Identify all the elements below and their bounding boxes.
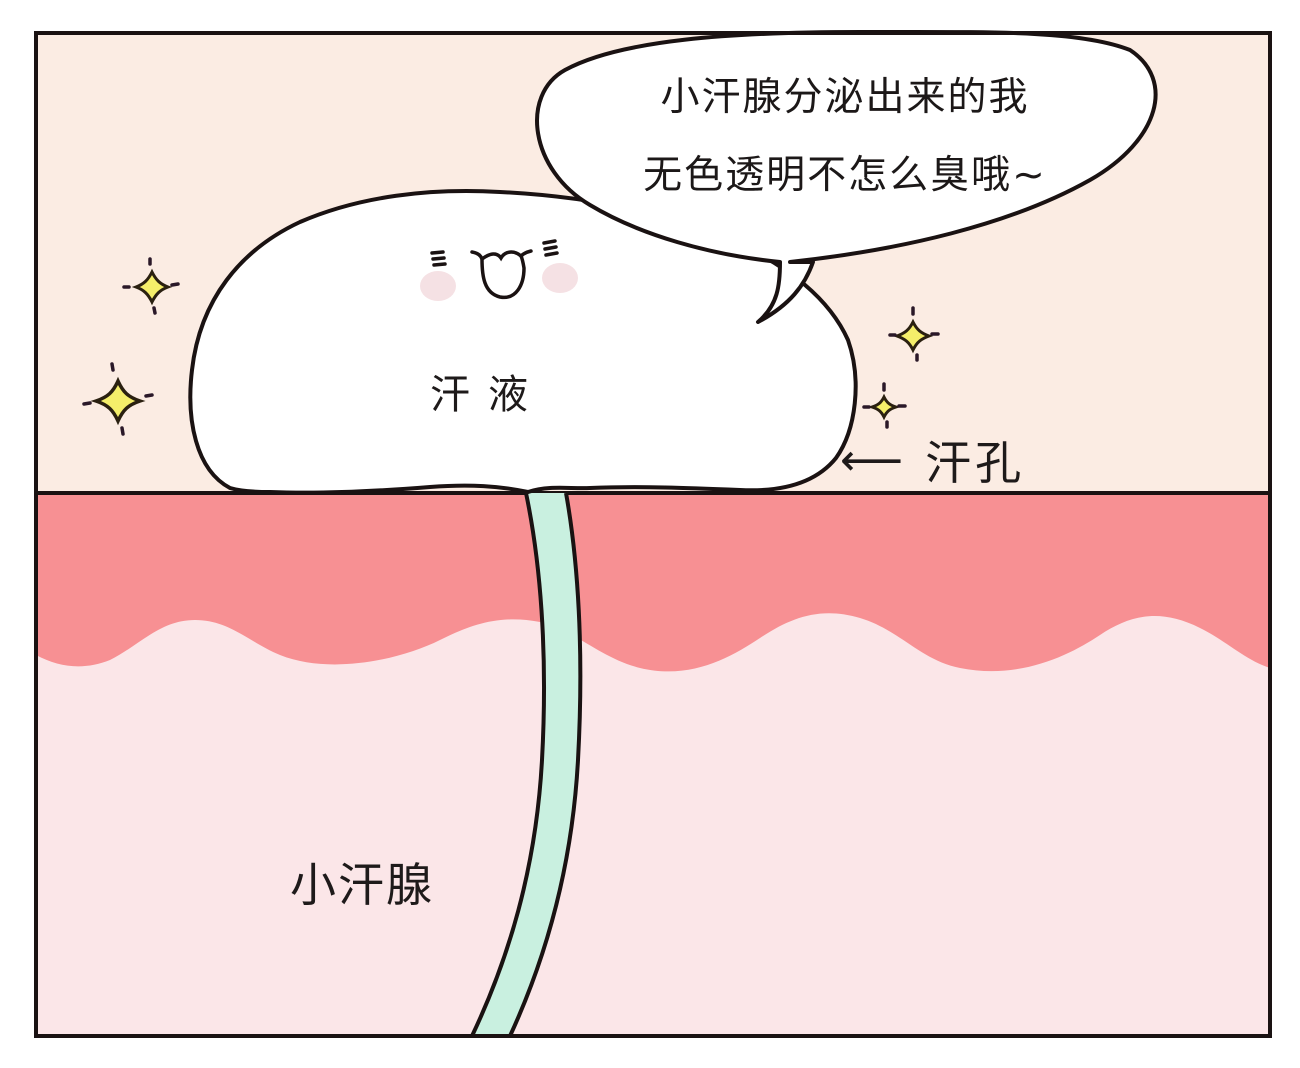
sparkle-icon bbox=[82, 362, 154, 436]
pore-label: ⟵汗孔 bbox=[840, 439, 1025, 487]
sparkle-icon bbox=[888, 306, 940, 362]
epidermis-layer bbox=[36, 493, 1270, 672]
arrow-left-icon: ⟵ bbox=[840, 435, 904, 486]
sparkle-icon bbox=[122, 257, 180, 315]
speech-line-2: 无色透明不怎么臭哦~ bbox=[643, 153, 1047, 198]
blush-right bbox=[542, 263, 578, 293]
gland-label: 小汗腺 bbox=[290, 858, 434, 912]
sweat-blob bbox=[188, 189, 858, 495]
sparkle-icon bbox=[862, 382, 907, 429]
speech-line-1: 小汗腺分泌出来的我 bbox=[660, 75, 1030, 120]
speech-bubble bbox=[535, 29, 1158, 324]
happy-face-icon bbox=[430, 239, 559, 300]
sweat-label: 汗液 bbox=[430, 372, 546, 418]
pore-label-text: 汗孔 bbox=[925, 436, 1026, 490]
sweat-duct bbox=[472, 493, 581, 1036]
panel-border bbox=[34, 31, 1272, 1038]
blush-left bbox=[420, 271, 456, 301]
